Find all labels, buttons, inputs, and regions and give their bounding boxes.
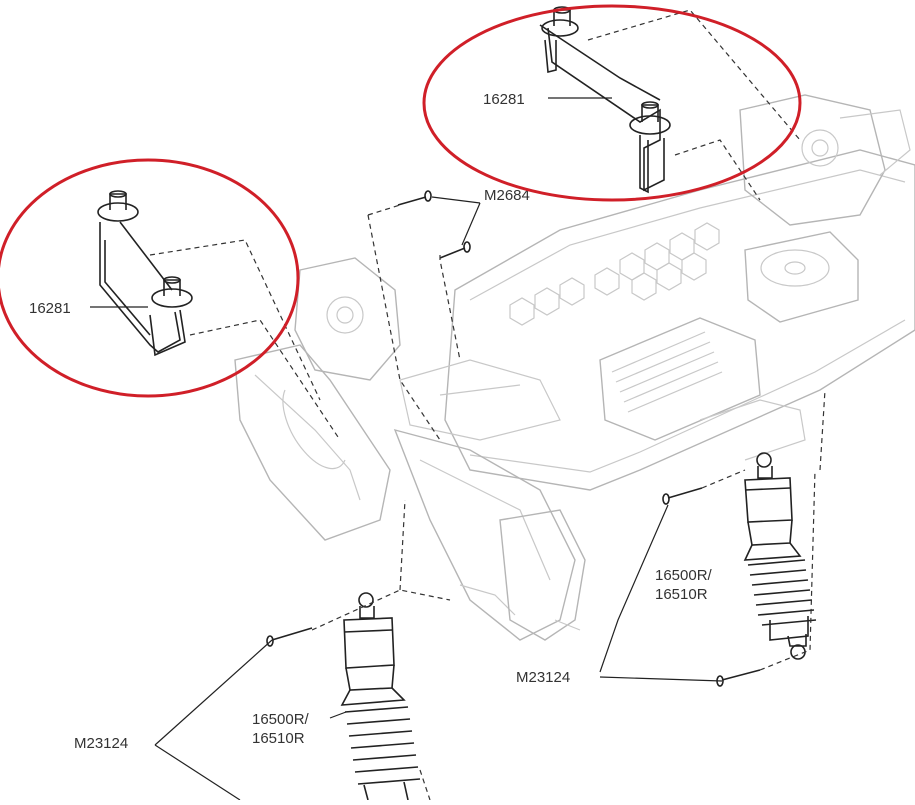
shock-absorber-left bbox=[340, 592, 421, 801]
screw-left bbox=[266, 627, 313, 647]
callout-shock-left: 16500R/16510R bbox=[252, 711, 310, 747]
screw-top-2 bbox=[439, 241, 471, 259]
callout-body-post-left: 16281 bbox=[29, 300, 71, 317]
screw-top-1 bbox=[397, 190, 432, 206]
shock-absorber-right bbox=[743, 452, 817, 660]
callout-body-post-top: 16281 bbox=[483, 91, 525, 108]
callout-shock-right: 16500R/16510R bbox=[655, 567, 713, 603]
leader-lines bbox=[90, 97, 723, 801]
callout-screw-top: M2684 bbox=[484, 187, 530, 204]
assembly-guides bbox=[149, 9, 826, 801]
highlight-ellipse-left bbox=[0, 158, 300, 398]
screw-right-1 bbox=[662, 487, 703, 505]
body-post-top bbox=[539, 6, 671, 194]
callout-screw-right: M23124 bbox=[516, 669, 570, 686]
body-post-left bbox=[97, 190, 193, 357]
screw-right-2 bbox=[716, 669, 761, 687]
highlight-ellipse-top bbox=[422, 4, 802, 202]
chassis bbox=[234, 94, 915, 641]
callout-screw-left: M23124 bbox=[74, 735, 128, 752]
